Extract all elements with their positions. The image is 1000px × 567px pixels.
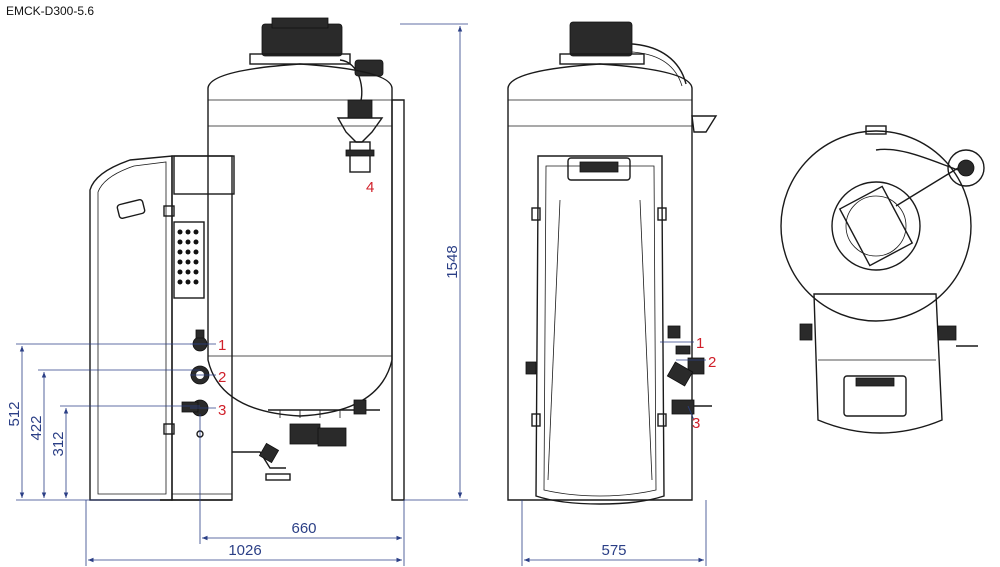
side-leg <box>391 99 405 501</box>
dim-height-312: 312 <box>50 431 67 456</box>
callout-front-3: 3 <box>692 415 700 432</box>
callout-side-2: 2 <box>218 369 226 386</box>
dim-total-height: 1548 <box>444 245 461 278</box>
callout-side-3: 3 <box>218 402 226 419</box>
drawing-title: EMCK-D300-5.6 <box>6 4 95 18</box>
side-vent-funnel <box>336 99 384 173</box>
side-view <box>89 17 405 501</box>
side-connections <box>181 329 367 481</box>
callout-side-1: 1 <box>218 337 226 354</box>
front-view <box>507 21 718 505</box>
dim-width-575: 575 <box>601 542 626 559</box>
front-top-unit <box>559 21 687 87</box>
callout-front-2: 2 <box>708 354 716 371</box>
dim-height-422: 422 <box>28 415 45 440</box>
callout-side-4: 4 <box>366 179 374 196</box>
side-top-unit <box>249 17 384 105</box>
dim-height-512: 512 <box>6 401 23 426</box>
front-door-panel <box>531 155 667 505</box>
dimension-lines <box>16 23 707 566</box>
side-cabinet <box>89 155 235 501</box>
side-control-keypad <box>177 229 199 285</box>
callout-front-1: 1 <box>696 335 704 352</box>
top-tank-circle <box>780 130 972 322</box>
top-view <box>780 125 985 434</box>
front-connections <box>525 325 712 415</box>
front-tank <box>507 63 693 501</box>
front-vent-funnel <box>691 115 718 133</box>
dim-depth-660: 660 <box>291 520 316 537</box>
dim-depth-1026: 1026 <box>228 542 261 559</box>
